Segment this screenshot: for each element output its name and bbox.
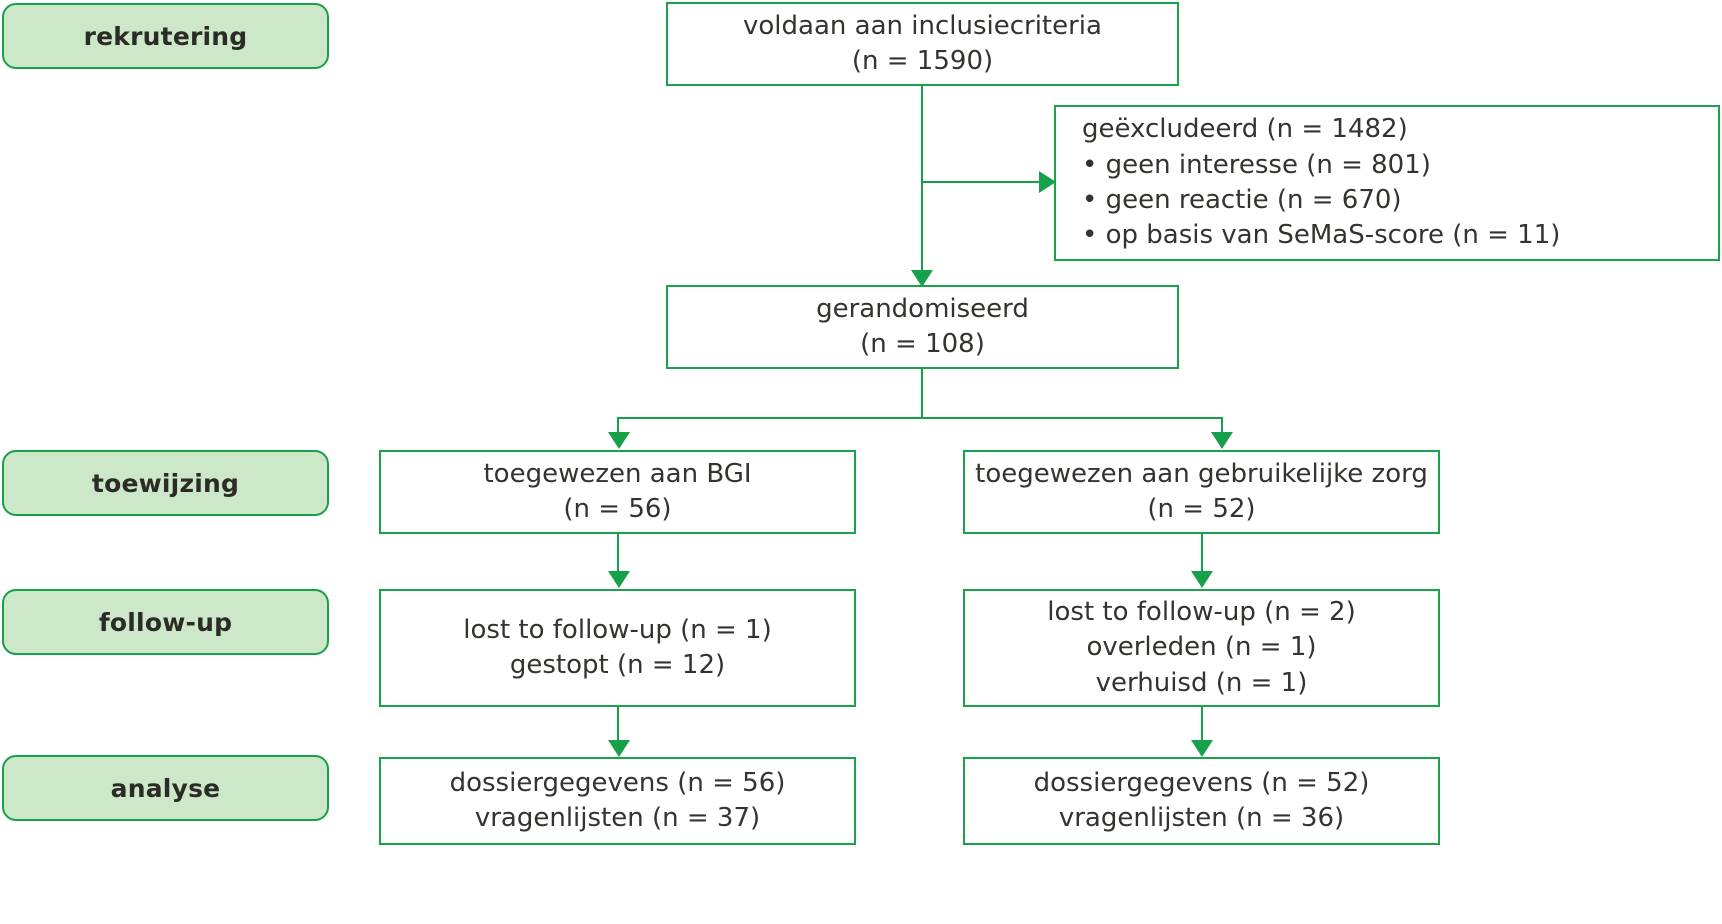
box-line: lost to follow-up (n = 1) [463,614,772,645]
connector-randomised-to-right-arm [1221,417,1224,435]
connector-alloc-left-to-followup [617,534,620,574]
stage-label-rekrutering: rekrutering [2,3,329,69]
arrow-to-excluded [1039,171,1056,193]
box-line: • geen reactie (n = 670) [1082,185,1402,215]
arrow-to-alloc-right [1211,432,1233,449]
box-line: dossiergegevens (n = 52) [1033,767,1370,798]
box-line: dossiergegevens (n = 56) [449,767,786,798]
box-line: (n = 108) [860,329,985,359]
arrow-to-alloc-left [608,432,630,449]
stage-label-text: follow-up [98,607,233,637]
stage-label-follow-up: follow-up [2,589,329,655]
box-analysis-bgi: dossiergegevens (n = 56) vragenlijsten (… [379,757,856,845]
box-line: (n = 52) [1147,494,1256,524]
box-line: voldaan aan inclusiecriteria [743,10,1102,41]
box-allocation-usual-care: toegewezen aan gebruikelijke zorg (n = 5… [963,450,1440,534]
box-inclusion-criteria: voldaan aan inclusiecriteria (n = 1590) [666,2,1179,86]
box-line: overleden (n = 1) [1086,632,1317,663]
box-line: geëxcludeerd (n = 1482) [1082,114,1408,145]
box-line: vragenlijsten (n = 36) [1058,803,1345,833]
connector-randomised-stem [921,369,924,419]
box-line: • geen interesse (n = 801) [1082,149,1431,180]
connector-randomised-to-left-arm [617,417,620,435]
box-followup-usual-care: lost to follow-up (n = 2) overleden (n =… [963,589,1440,707]
connector-to-excluded [921,181,1045,184]
stage-label-toewijzing: toewijzing [2,450,329,516]
connector-alloc-right-to-followup [1201,534,1204,574]
arrow-alloc-left-to-followup [608,571,630,588]
arrow-inclusion-to-randomised [911,270,933,287]
box-excluded: geëxcludeerd (n = 1482) • geen interesse… [1054,105,1720,261]
connector-followup-left-to-analysis [617,707,620,747]
stage-label-text: rekrutering [83,21,248,51]
arrow-followup-left-to-analysis [608,740,630,757]
box-randomised: gerandomiseerd (n = 108) [666,285,1179,369]
connector-followup-right-to-analysis [1201,707,1204,747]
box-allocation-bgi: toegewezen aan BGI (n = 56) [379,450,856,534]
box-analysis-usual-care: dossiergegevens (n = 52) vragenlijsten (… [963,757,1440,845]
box-line: verhuisd (n = 1) [1095,667,1308,698]
arrow-followup-right-to-analysis [1191,740,1213,757]
arrow-alloc-right-to-followup [1191,571,1213,588]
connector-randomised-split [617,417,1223,420]
box-line: toegewezen aan gebruikelijke zorg [975,458,1428,489]
box-line: • op basis van SeMaS-score (n = 11) [1082,220,1561,251]
box-line: toegewezen aan BGI [483,458,752,489]
stage-label-text: analyse [110,773,221,803]
box-line: (n = 1590) [851,46,994,76]
box-line: vragenlijsten (n = 37) [474,803,761,833]
stage-label-analyse: analyse [2,755,329,821]
box-line: gestopt (n = 12) [509,650,726,680]
box-followup-bgi: lost to follow-up (n = 1) gestopt (n = 1… [379,589,856,707]
connector-inclusion-to-randomised [921,86,924,273]
box-line: (n = 56) [563,494,672,524]
stage-label-text: toewijzing [91,468,240,498]
box-line: gerandomiseerd [816,293,1029,324]
box-line: lost to follow-up (n = 2) [1047,596,1356,627]
